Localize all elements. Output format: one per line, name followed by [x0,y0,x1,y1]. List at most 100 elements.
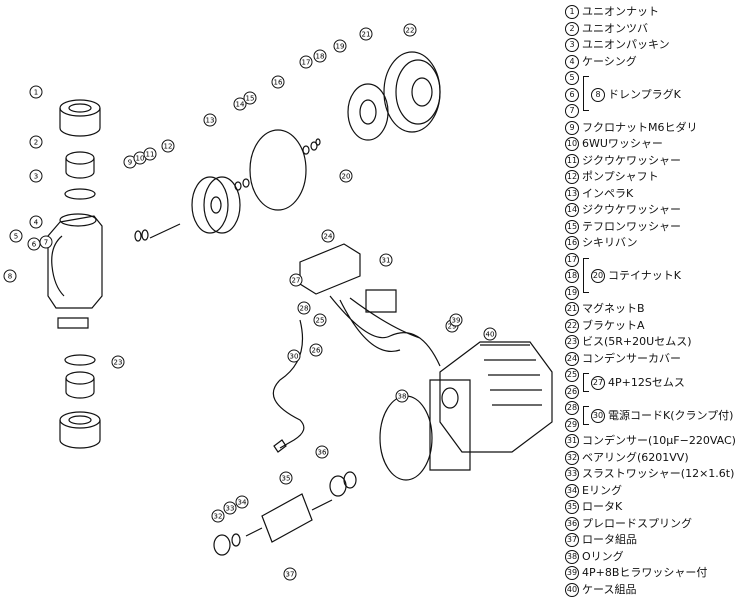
magnet [348,84,388,140]
part-name: ベアリング(6201VV) [582,451,689,464]
part-name: インペラK [582,187,633,200]
callout-number: 18 [316,53,325,61]
callout-number: 12 [164,143,173,151]
part-number: 3 [565,38,579,52]
part-number: 33 [565,467,579,481]
part-name: ブラケットA [582,319,645,332]
part-name: シキリバン [582,236,638,249]
part-number: 25 [565,368,579,382]
callout-number: 25 [316,317,325,325]
part-name: ユニオンナット [582,5,659,18]
part-name: Eリング [582,484,622,497]
bracket [384,52,440,132]
callout-number: 16 [274,79,283,87]
part-number: 19 [565,286,579,300]
part-number: 1 [565,5,579,19]
wires [330,296,440,366]
callout-number: 39 [452,317,461,325]
motor-case [430,342,552,470]
part-number: 32 [565,451,579,465]
callout-number: 2 [34,139,38,147]
callout-number: 26 [312,347,321,355]
part-name: マグネットB [582,302,645,315]
union-packing-top [65,189,95,199]
parts-list-item: 26 [565,384,741,401]
callout-number: 4 [34,219,39,227]
part-name: ポンプシャフト [582,170,659,183]
impeller [192,177,240,233]
callout-number: 15 [246,95,255,103]
part-name: ジクウケワッシャー [582,154,681,167]
union-nut-bottom [60,412,100,448]
rotor-assembly [214,472,356,555]
callout-number: 32 [214,513,223,521]
part-number: 4 [565,55,579,69]
parts-list-item: 6 [565,87,741,104]
part-number: 5 [565,71,579,85]
part-number: 37 [565,533,579,547]
union-flange-top [66,152,94,178]
part-number: 9 [565,121,579,135]
part-name: ロータK [582,500,622,513]
callout-number: 28 [300,305,309,313]
capacitor [366,290,396,312]
parts-list-item: 7 [565,103,741,120]
part-number: 11 [565,154,579,168]
callout-number: 30 [290,353,299,361]
part-number: 13 [565,187,579,201]
callout-number: 37 [286,571,295,579]
part-name: ケーシング [582,55,637,68]
part-number: 2 [565,22,579,36]
part-number: 28 [565,401,579,415]
part-number: 14 [565,203,579,217]
parts-list-item: 18 [565,268,741,285]
callout-number: 8 [8,273,12,281]
part-name: ビス(5R+20Uセムス) [582,335,692,348]
pump-shaft [150,224,180,238]
part-number: 31 [565,434,579,448]
callout-number: 1 [34,89,38,97]
callout-number: 9 [128,159,132,167]
part-number: 29 [565,418,579,432]
power-cord [273,320,304,448]
part-number: 7 [565,104,579,118]
parts-list-item: 19 [565,285,741,302]
o-ring [380,396,432,480]
part-number: 34 [565,484,579,498]
part-number: 16 [565,236,579,250]
part-number: 39 [565,566,579,580]
union-packing-bottom [65,355,95,365]
part-number: 24 [565,352,579,366]
part-number: 26 [565,385,579,399]
callout-number: 35 [282,475,291,483]
union-flange-bottom [66,372,94,398]
callout-number: 3 [34,173,38,181]
part-name: 4P+8Bヒラワッシャー付 [582,566,707,579]
partition-plate [250,130,306,210]
part-number: 12 [565,170,579,184]
part-name: プレロードスプリング [582,517,692,530]
callout-number: 10 [136,155,145,163]
